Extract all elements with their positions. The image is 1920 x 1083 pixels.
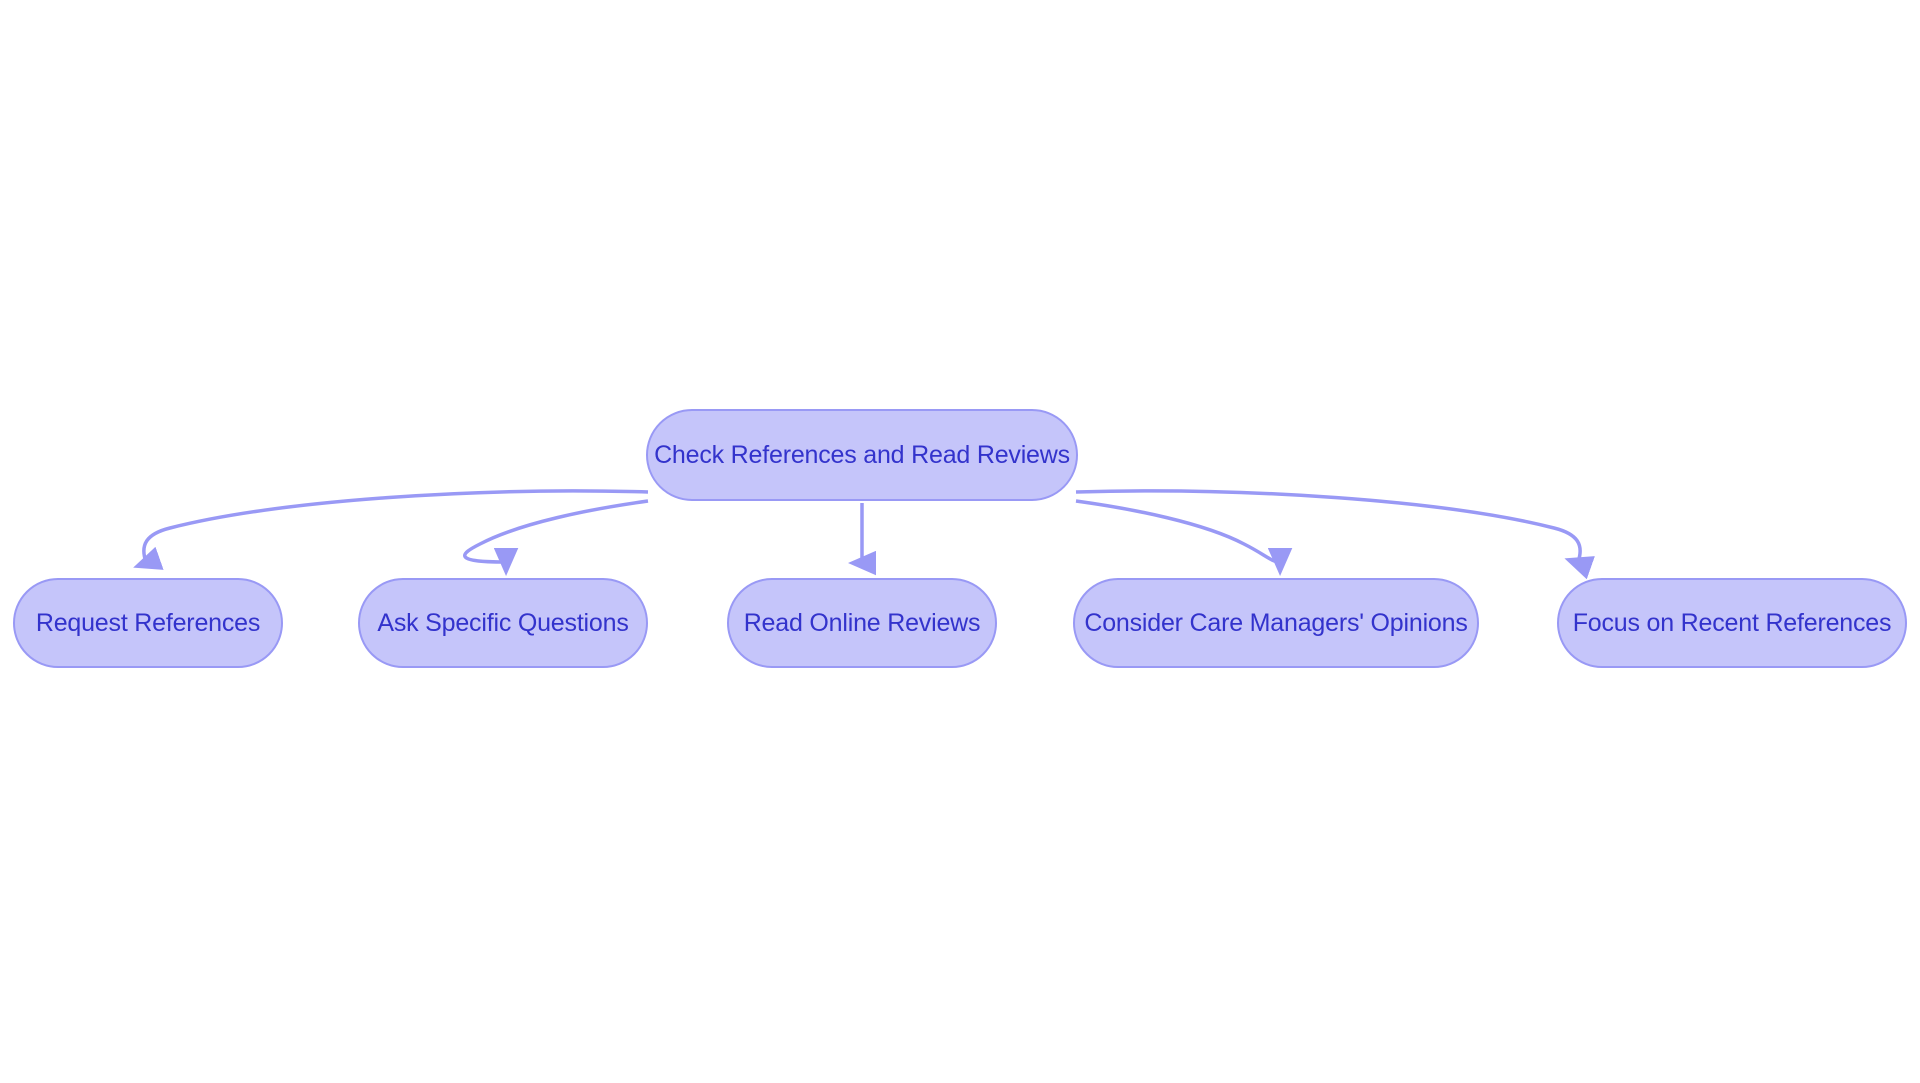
node-focus-on-recent-references[interactable]: Focus on Recent References [1557,578,1907,668]
node-label: Request References [35,608,261,637]
node-request-references[interactable]: Request References [13,578,283,668]
node-label: Consider Care Managers' Opinions [1084,608,1468,637]
edge-root-to-request-references [133,489,649,570]
node-label: Read Online Reviews [743,608,981,637]
node-consider-care-managers-opinions[interactable]: Consider Care Managers' Opinions [1073,578,1479,668]
node-label: Ask Specific Questions [377,608,629,637]
edge-root-to-ask-specific-questions [463,499,649,577]
node-read-online-reviews[interactable]: Read Online Reviews [727,578,997,668]
edge-root-to-consider-care-managers-opinions [1075,499,1293,577]
node-ask-specific-questions[interactable]: Ask Specific Questions [358,578,648,668]
node-check-references-and-read-reviews[interactable]: Check References and Read Reviews [646,409,1078,501]
edge-root-to-focus-on-recent-references [1075,489,1595,580]
node-label: Focus on Recent References [1572,608,1892,637]
node-label: Check References and Read Reviews [654,440,1070,469]
